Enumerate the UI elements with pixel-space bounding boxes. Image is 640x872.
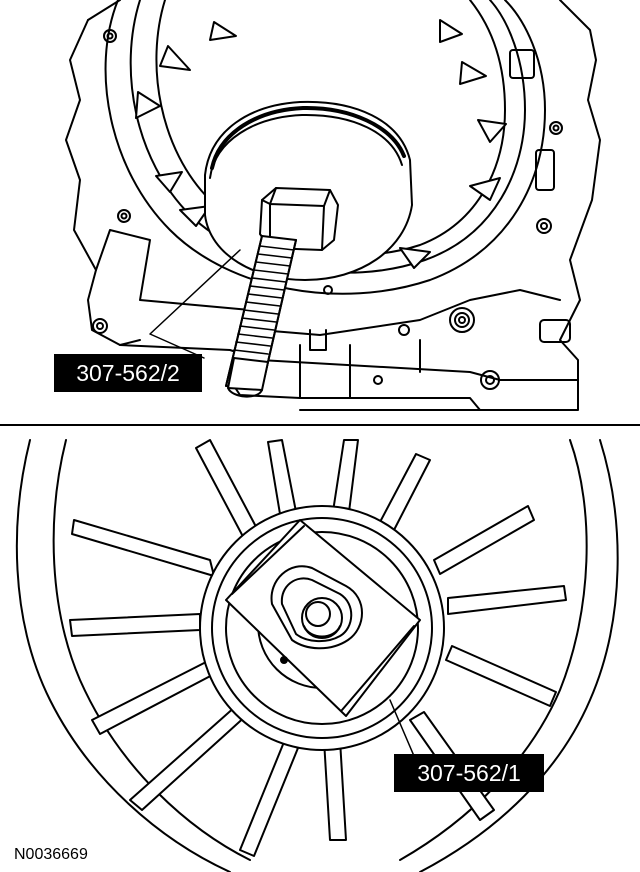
leader-line-top (149, 249, 241, 359)
rotor-assembly (15, 439, 619, 872)
callout-label-bottom: 307-562/1 (394, 754, 544, 792)
figure-id: N0036669 (14, 846, 88, 863)
callout-label-top: 307-562/2 (54, 354, 202, 392)
tool-bolt (225, 187, 339, 398)
